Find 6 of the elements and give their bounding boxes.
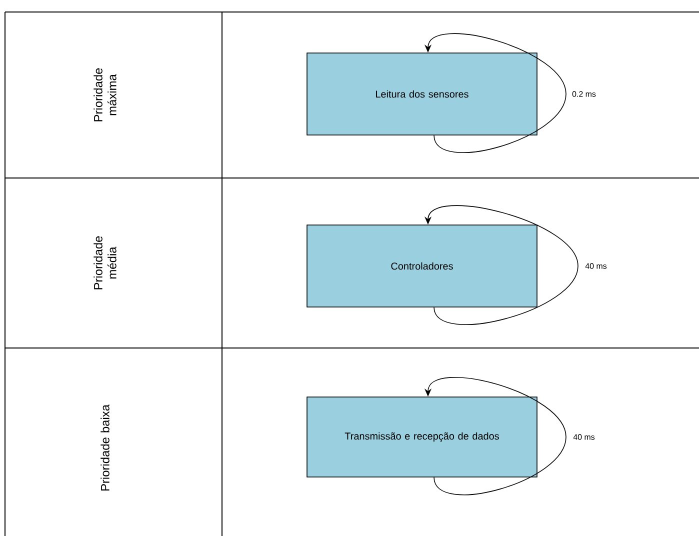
process-box: Controladores xyxy=(306,224,538,308)
row-label: Prioridade máxima xyxy=(94,68,116,122)
row-label: Prioridade baixa xyxy=(100,404,110,491)
process-box: Transmissão e recepção de dados xyxy=(306,396,538,478)
process-box: Leitura dos sensores xyxy=(306,52,538,136)
row-label: Prioridade média xyxy=(94,236,116,290)
